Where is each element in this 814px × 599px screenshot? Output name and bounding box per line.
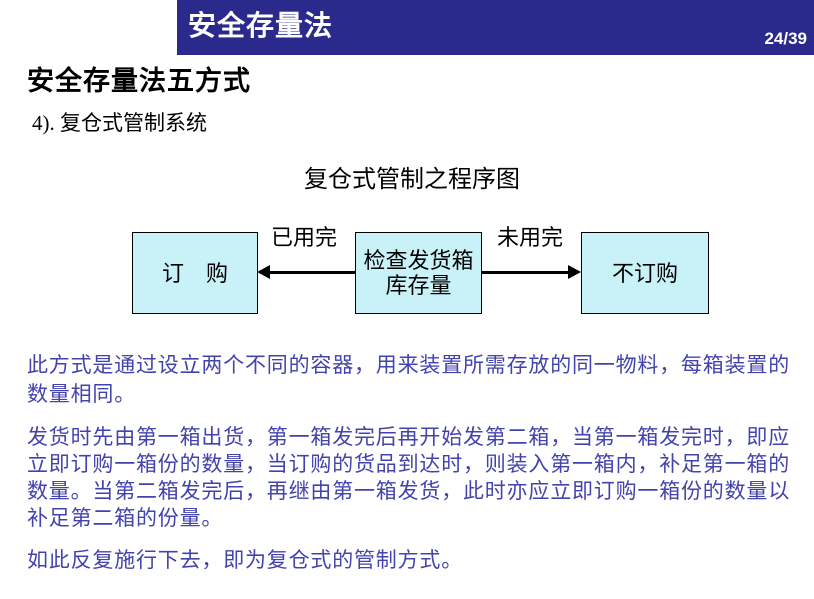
body-paragraph-1: 此方式是通过设立两个不同的容器，用来装置所需存放的同一物料，每箱装置的 数量相同… — [27, 353, 790, 406]
title-banner: 安全存量法 24/39 — [177, 0, 814, 55]
left-arrowhead-icon — [257, 265, 270, 279]
flow-box-order-label: 订 购 — [161, 260, 228, 286]
body-paragraph-3: 如此反复施行下去，即为复仓式的管制方式。 — [27, 548, 463, 572]
left-arrow-label: 已用完 — [271, 225, 338, 250]
page-indicator: 24/39 — [764, 29, 807, 48]
left-arrow-line — [269, 271, 356, 274]
flow-box-order: 订 购 — [132, 232, 258, 314]
flow-box-no-order-label: 不订购 — [611, 260, 678, 286]
flow-box-check-stock: 检查发货箱 库存量 — [355, 232, 482, 314]
diagram-title: 复仓式管制之程序图 — [304, 167, 520, 193]
right-arrowhead-icon — [568, 265, 581, 279]
flow-box-no-order: 不订购 — [581, 232, 709, 314]
banner-title: 安全存量法 — [188, 11, 334, 42]
slide-subheading: 4). 复仓式管制系统 — [32, 111, 207, 135]
right-arrow-line — [482, 271, 568, 274]
flow-box-check-stock-label: 检查发货箱 库存量 — [363, 248, 474, 298]
slide-heading: 安全存量法五方式 — [27, 66, 251, 96]
right-arrow-label: 未用完 — [497, 225, 564, 250]
body-paragraph-2: 发货时先由第一箱出货，第一箱发完后再开始发第二箱，当第一箱发完时，即应 立即订购… — [27, 425, 790, 530]
